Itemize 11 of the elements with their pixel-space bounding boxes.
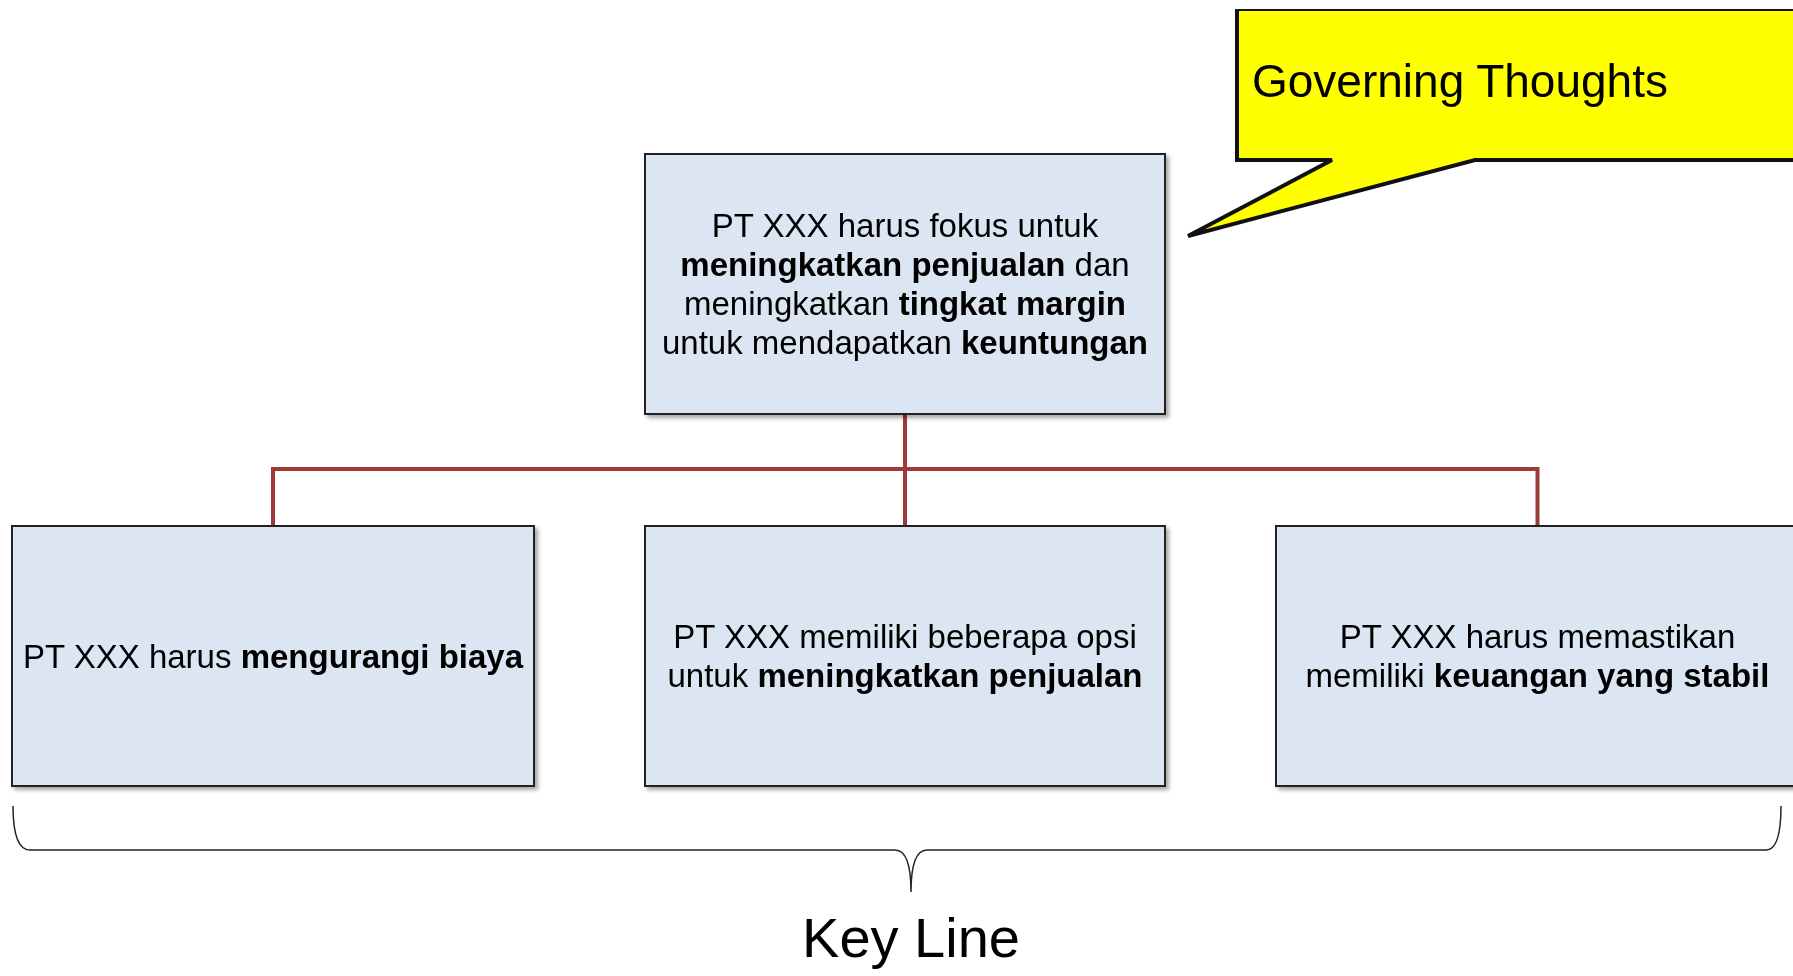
box-text: PT XXX harus mengurangi biaya: [22, 636, 524, 676]
text-box: [644, 525, 1166, 787]
callout-text: Governing Thoughts: [1252, 54, 1668, 109]
bracket-label: Key Line: [801, 905, 1021, 971]
text-box: [644, 153, 1166, 415]
box-text: PT XXX harus memastikan memiliki keuangan yang stabil: [1304, 617, 1771, 695]
callout-bubble: [1186, 9, 1793, 238]
box-text: PT XXX memiliki beberapa opsi untuk meningkatkan penjualan: [666, 617, 1144, 695]
box-text: PT XXX harus fokus untuk meningkatkan penjualan dan meningkatkan tingkat margin untuk mendapatkan keuntungan: [660, 206, 1149, 362]
text-box: [1275, 525, 1793, 787]
text-box: [11, 525, 535, 787]
